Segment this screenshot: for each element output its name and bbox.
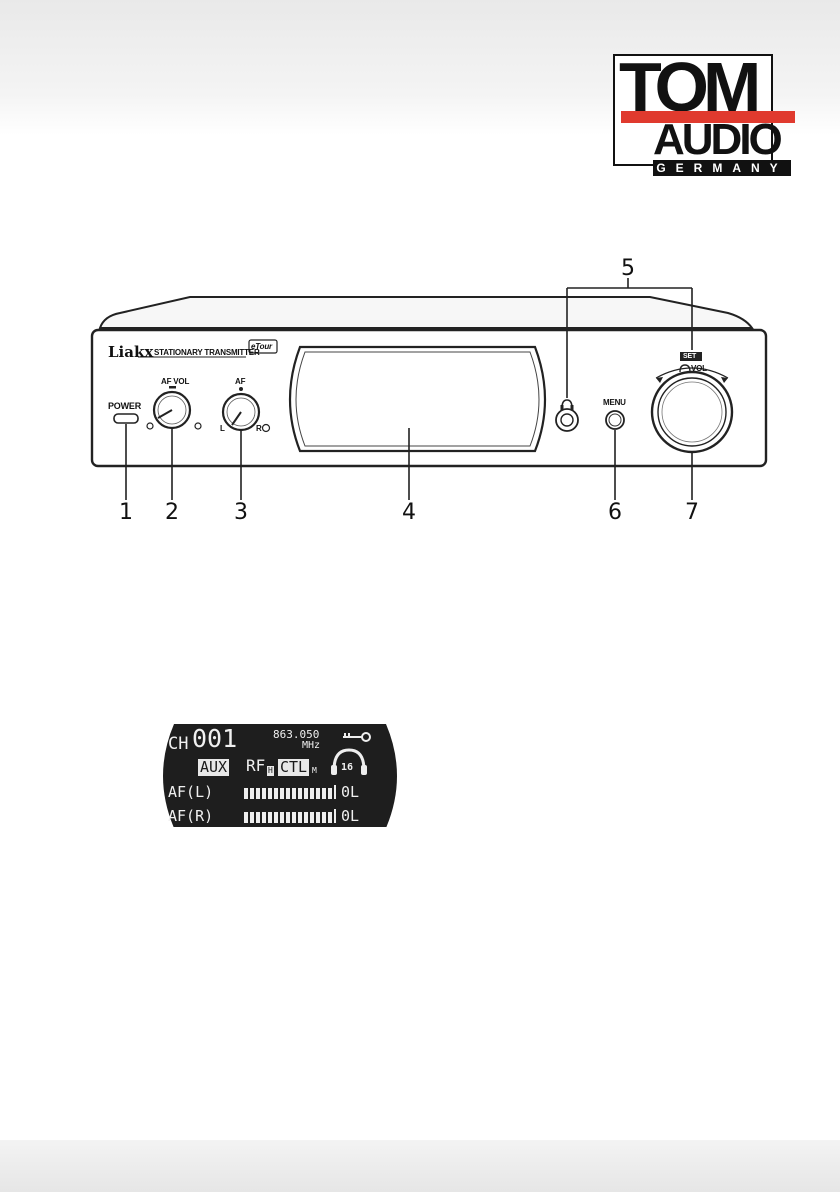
meter-segment xyxy=(256,788,260,799)
chassis-top xyxy=(100,297,752,328)
callout-6: 6 xyxy=(600,501,630,525)
meter-segment xyxy=(322,812,326,823)
lcd-af-left-level: 0L xyxy=(341,784,359,801)
meter-segment xyxy=(298,788,302,799)
lcd-af-left-label: AF(L) xyxy=(168,784,213,801)
callout-7: 7 xyxy=(677,501,707,525)
meter-peak-marker xyxy=(334,809,336,823)
callout-3: 3 xyxy=(226,501,256,525)
lcd-rf-level: H xyxy=(267,766,274,776)
meter-segment xyxy=(316,812,320,823)
lcd-channel-number: 001 xyxy=(192,725,237,753)
power-button xyxy=(114,414,138,423)
set-label: SET xyxy=(683,352,696,362)
menu-label: MENU xyxy=(603,398,626,408)
af-vol-label: AF VOL xyxy=(161,377,189,387)
callout-2: 2 xyxy=(157,501,187,525)
model-label: STATIONARY TRANSMITTER xyxy=(154,348,260,358)
meter-segment xyxy=(274,788,278,799)
af-r-label: R xyxy=(256,424,262,434)
meter-segment xyxy=(328,788,332,799)
meter-segment xyxy=(322,788,326,799)
meter-segment xyxy=(298,812,302,823)
meter-segment xyxy=(316,788,320,799)
meter-segment xyxy=(244,788,248,799)
meter-segment xyxy=(262,788,266,799)
meter-segment xyxy=(262,812,266,823)
vol-label: VOL xyxy=(691,364,707,374)
footer-band xyxy=(0,1140,840,1192)
callout-4: 4 xyxy=(394,501,424,525)
lcd-af-right-label: AF(R) xyxy=(168,808,213,825)
lcd-ctl-mode: M xyxy=(312,766,317,776)
meter-segment xyxy=(268,788,272,799)
callout-1: 1 xyxy=(111,501,141,525)
lcd-ch-prefix: CH xyxy=(168,734,188,754)
meter-segment xyxy=(274,812,278,823)
callout-5: 5 xyxy=(613,257,643,281)
lcd-headphone-level: 16 xyxy=(341,762,353,774)
lcd-af-right-level: 0L xyxy=(341,808,359,825)
meter-segment xyxy=(310,812,314,823)
meter-segment xyxy=(328,812,332,823)
meter-segment xyxy=(244,812,248,823)
meter-segment xyxy=(286,812,290,823)
brand-logo-text: Liakx xyxy=(108,344,153,360)
meter-segment xyxy=(268,812,272,823)
lcd-ctl-indicator: CTL xyxy=(278,759,309,776)
etour-badge: eTour xyxy=(251,342,272,352)
power-label: POWER xyxy=(108,401,141,411)
lcd-aux-indicator: AUX xyxy=(198,759,229,776)
meter-segment xyxy=(250,788,254,799)
set-vol-knob xyxy=(652,372,732,452)
af-balance-marker xyxy=(239,387,243,391)
meter-segment xyxy=(292,812,296,823)
meter-segment xyxy=(280,788,284,799)
meter-segment xyxy=(292,788,296,799)
af-label: AF xyxy=(235,377,245,387)
af-l-label: L xyxy=(220,424,225,434)
meter-segment xyxy=(280,812,284,823)
lcd-display: CH 001 863.050 MHz AUX RF H CTL M 16 AF(… xyxy=(160,722,400,830)
display-window xyxy=(290,347,545,451)
meter-segment xyxy=(256,812,260,823)
meter-segment xyxy=(310,788,314,799)
transmitter-front-panel-illustration xyxy=(0,0,840,560)
lcd-rf-indicator: RF xyxy=(246,757,265,775)
meter-segment xyxy=(250,812,254,823)
lcd-frequency-unit: MHz xyxy=(302,740,320,752)
meter-peak-marker xyxy=(334,785,336,799)
meter-segment xyxy=(286,788,290,799)
meter-segment xyxy=(304,788,308,799)
meter-segment xyxy=(304,812,308,823)
